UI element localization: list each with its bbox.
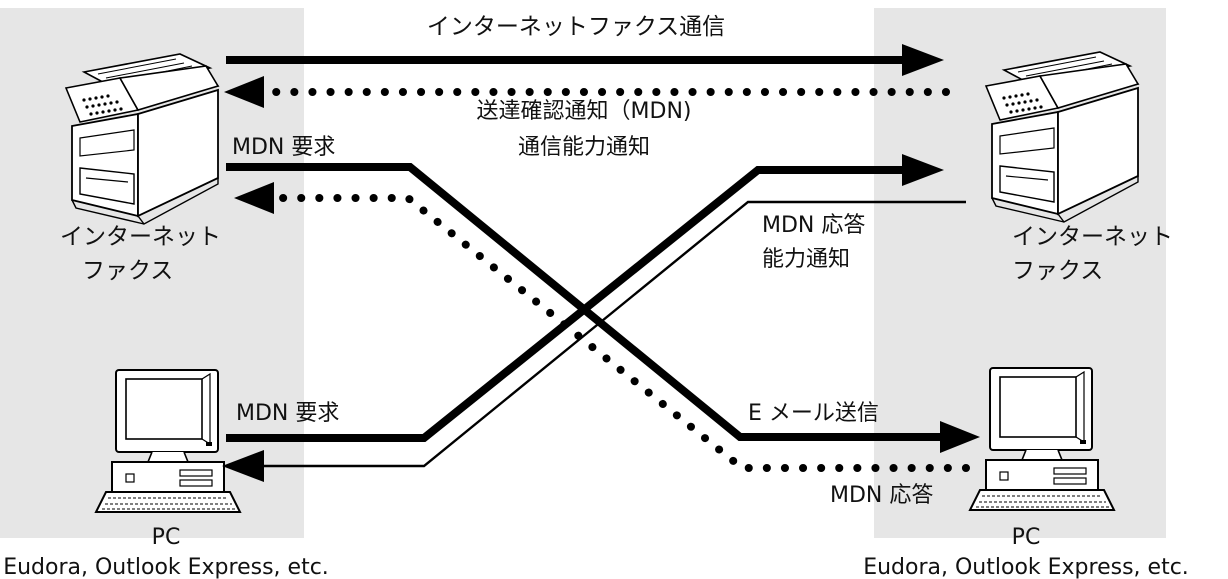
right-mdn-response-label-line2: 能力通知 xyxy=(762,247,850,272)
left-fax-label-line2: ファクス xyxy=(82,258,173,284)
left-fax-label-line1: インターネット xyxy=(60,224,221,250)
right-pc-name: PC xyxy=(1012,525,1041,550)
mdn-response-dotted-line xyxy=(234,182,970,472)
mdn-notice-label-line1: 送達確認通知（MDN) xyxy=(477,99,692,124)
pc-mdn-request-label: MDN 要求 xyxy=(236,401,339,426)
right-fax-label-line2: ファクス xyxy=(1012,258,1103,284)
left-pc-clients: Eudora, Outlook Express, etc. xyxy=(3,555,329,579)
right-mdn-response-label-line1: MDN 応答 xyxy=(762,213,865,238)
top-flow-label: インターネットファクス通信 xyxy=(427,14,725,40)
fax-communication-arrow xyxy=(226,44,944,76)
email-send-label: E メール送信 xyxy=(748,401,879,426)
right-pc-icon xyxy=(969,367,1115,511)
mdn-notice-arrow xyxy=(224,76,950,108)
left-pc-name: PC xyxy=(152,525,181,550)
right-fax-label-line1: インターネット xyxy=(1012,224,1173,250)
left-pc-icon xyxy=(95,369,241,513)
right-pc-clients: Eudora, Outlook Express, etc. xyxy=(863,555,1189,579)
email-send-line xyxy=(226,163,980,453)
left-mdn-request-label: MDN 要求 xyxy=(232,135,335,160)
mdn-notice-label-line2: 通信能力通知 xyxy=(518,135,650,160)
pc-mdn-request-line xyxy=(226,154,944,442)
mdn-response-thin-line xyxy=(222,200,966,482)
bottom-mdn-response-label: MDN 応答 xyxy=(830,483,933,508)
